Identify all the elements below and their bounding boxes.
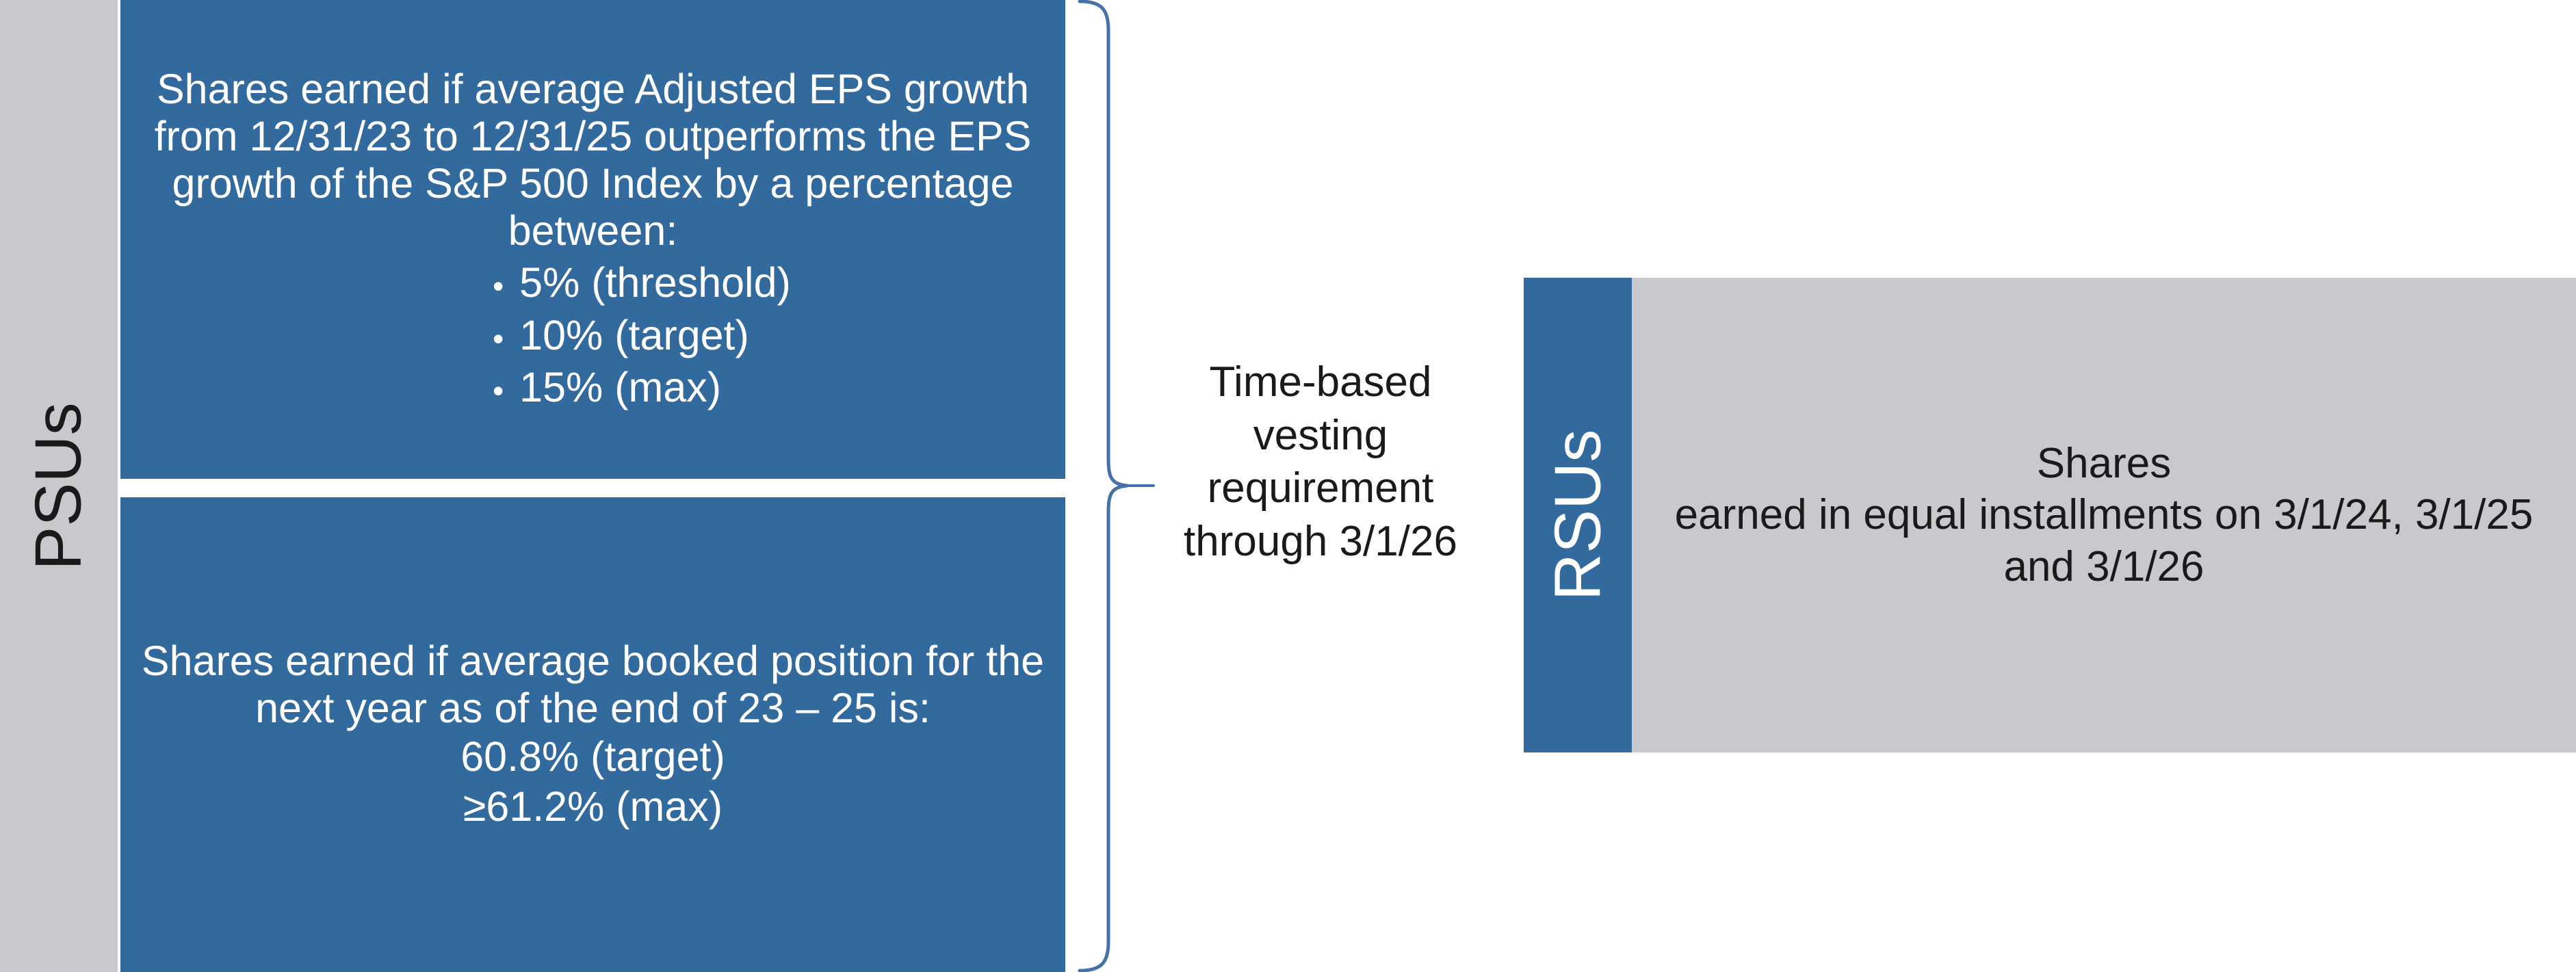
list-item: • 5% (threshold) bbox=[395, 257, 791, 308]
psu-performance-metric-box-booked-position: Shares earned if average booked position… bbox=[120, 497, 1065, 972]
psu-booked-target-value: 60.8% (target) bbox=[460, 733, 725, 780]
bullet-dot-icon: • bbox=[493, 268, 504, 304]
rsu-label-text: RSUs bbox=[1541, 429, 1614, 601]
psu-label-column: PSUs bbox=[0, 0, 118, 972]
bullet-dot-icon: • bbox=[493, 372, 504, 408]
rsu-description-text: Shares earned in equal installments on 3… bbox=[1674, 439, 2534, 590]
psu-performance-metric-box-eps: Shares earned if average Adjusted EPS gr… bbox=[120, 0, 1065, 479]
brace-connector bbox=[1074, 0, 1156, 972]
list-item: • 10% (target) bbox=[395, 309, 791, 361]
psu-booked-max-value: ≥61.2% (max) bbox=[463, 783, 723, 830]
psu-eps-bullet-max: 15% (max) bbox=[519, 363, 722, 410]
psu-eps-bullet-threshold: 5% (threshold) bbox=[519, 259, 791, 306]
psu-eps-bullet-target: 10% (target) bbox=[519, 311, 749, 358]
bullet-dot-icon: • bbox=[493, 320, 504, 356]
psu-eps-description: Shares earned if average Adjusted EPS gr… bbox=[154, 65, 1032, 254]
psu-booked-description: Shares earned if average booked position… bbox=[141, 637, 1045, 731]
time-based-vesting-caption: Time-based vesting requirement through 3… bbox=[1184, 358, 1457, 565]
curly-brace-icon bbox=[1078, 0, 1155, 972]
rsu-label-column: RSUs bbox=[1524, 278, 1632, 752]
psu-eps-bullet-list: • 5% (threshold) • 10% (target) • 15% (m… bbox=[395, 257, 791, 413]
psu-label-text: PSUs bbox=[22, 402, 96, 570]
rsu-description-box: Shares earned in equal installments on 3… bbox=[1632, 278, 2576, 752]
list-item: • 15% (max) bbox=[395, 361, 791, 413]
